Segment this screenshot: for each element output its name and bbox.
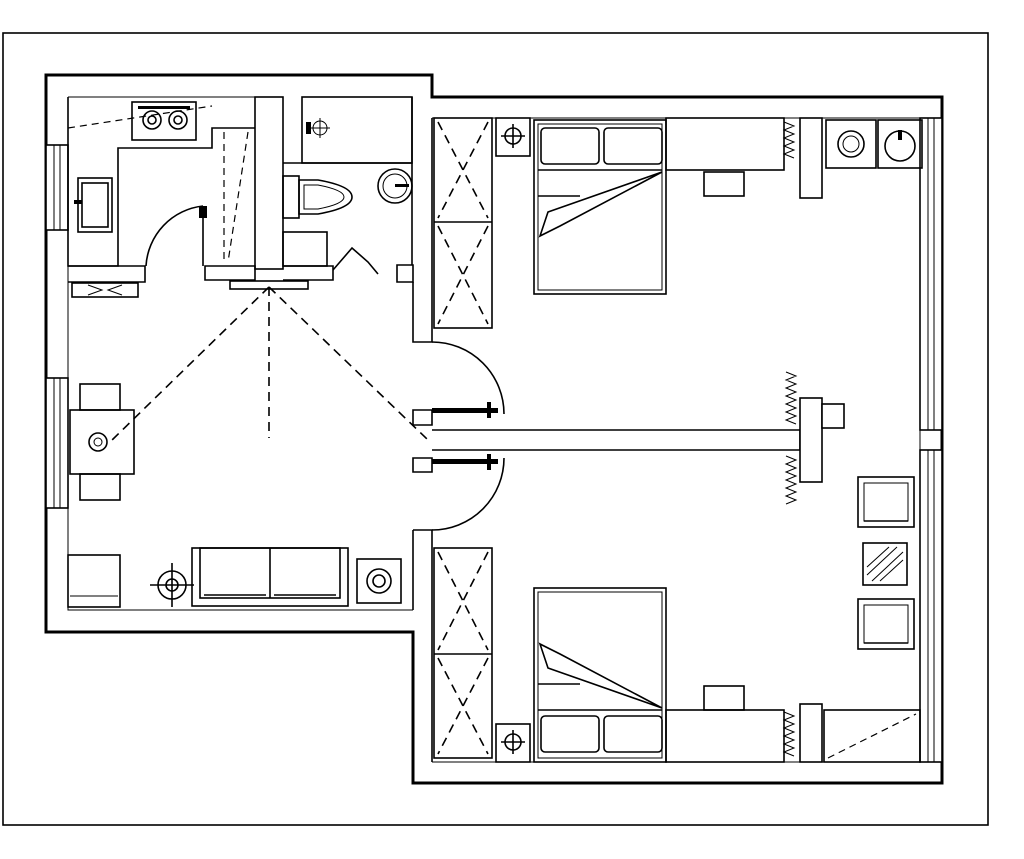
storage-closet-lower bbox=[823, 709, 921, 763]
dining-set bbox=[69, 383, 135, 501]
toilet bbox=[282, 175, 353, 219]
wall-cabinet bbox=[71, 282, 139, 298]
kitchen-sink bbox=[74, 177, 113, 233]
desk-lower bbox=[665, 685, 796, 763]
ceiling-light-bedroom-lower bbox=[495, 723, 531, 763]
interior-walls bbox=[68, 96, 845, 763]
curtain-upper bbox=[784, 371, 798, 425]
window-east-upper bbox=[919, 117, 943, 431]
door-bedroom-lower[interactable] bbox=[431, 454, 505, 531]
window-kitchen-west bbox=[45, 144, 69, 231]
curtain-lower bbox=[784, 455, 798, 505]
floor-lamp bbox=[150, 563, 194, 607]
shower-area bbox=[283, 96, 413, 164]
wardrobe-upper bbox=[433, 117, 493, 329]
window-dining-west bbox=[45, 377, 69, 509]
door-bedroom-upper[interactable] bbox=[431, 341, 505, 418]
utility-sink bbox=[877, 119, 923, 169]
drawing-frame bbox=[2, 32, 989, 826]
side-table-corridor bbox=[862, 542, 908, 586]
bed-upper bbox=[533, 119, 667, 295]
bath-cabinet bbox=[282, 231, 328, 267]
desk-upper bbox=[665, 117, 796, 197]
window-east-lower bbox=[919, 449, 943, 763]
armchair-upper bbox=[857, 476, 915, 528]
door-bathroom[interactable] bbox=[332, 246, 379, 275]
bed-lower bbox=[533, 587, 667, 763]
armchair-lower bbox=[857, 598, 915, 650]
gas-stove bbox=[131, 101, 197, 141]
kitchen-counter bbox=[67, 97, 255, 267]
ceiling-light-bedroom-upper bbox=[495, 117, 531, 157]
side-table-right bbox=[356, 558, 402, 604]
sofa bbox=[191, 547, 349, 607]
washbasin bbox=[377, 168, 413, 204]
washing-machine bbox=[825, 119, 877, 169]
ceiling-light bbox=[109, 280, 429, 443]
side-table-left bbox=[67, 554, 121, 608]
wardrobe-lower bbox=[433, 547, 493, 759]
door-kitchen[interactable] bbox=[145, 205, 207, 267]
